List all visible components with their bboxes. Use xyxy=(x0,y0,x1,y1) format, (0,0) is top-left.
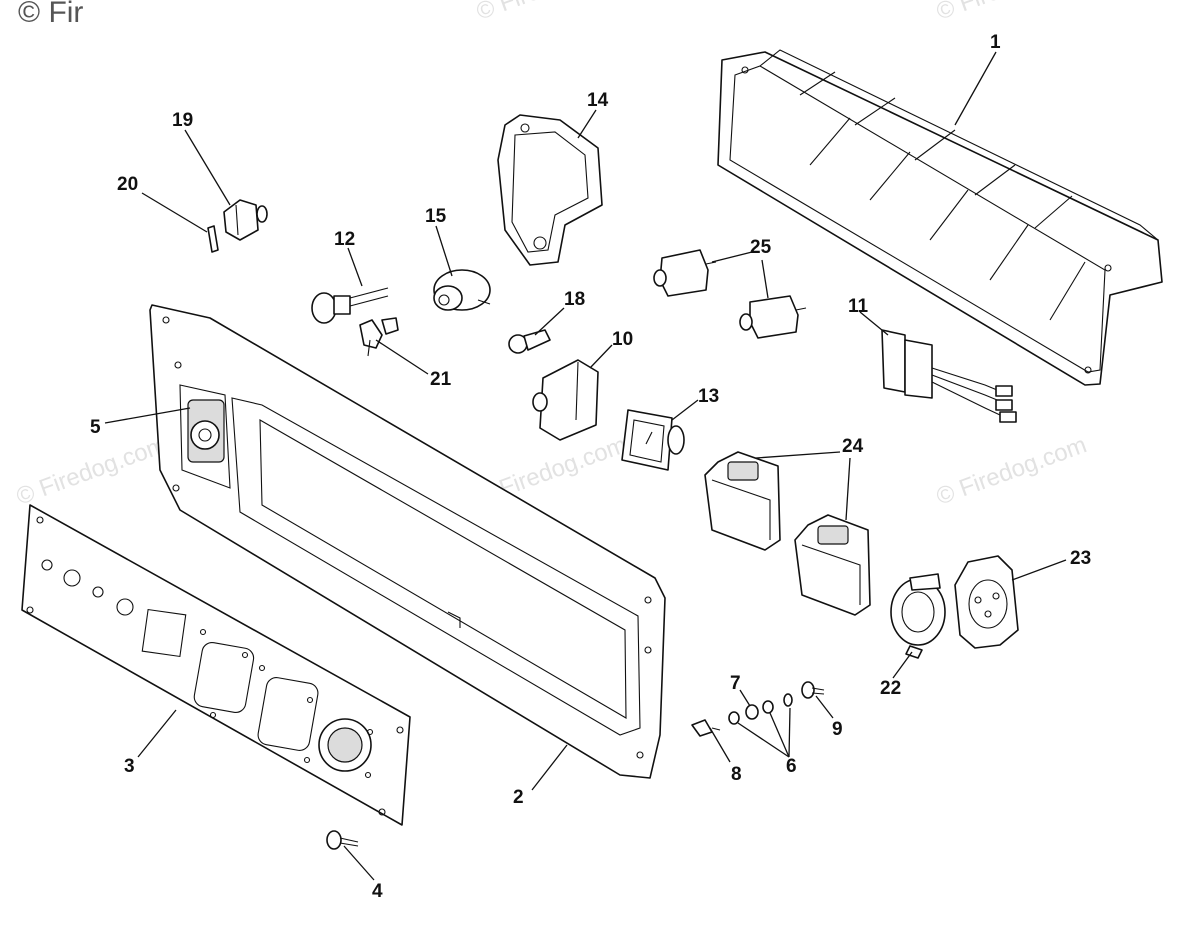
callout-18: 18 xyxy=(564,289,585,310)
watermark: © Firedog.com xyxy=(473,0,630,26)
callout-21: 21 xyxy=(430,369,452,390)
part-23-receptacle xyxy=(954,555,1019,649)
part-7-nut xyxy=(745,704,759,720)
callout-3: 3 xyxy=(124,756,135,777)
part-20-clip xyxy=(207,225,219,253)
part-10-breaker xyxy=(532,359,599,441)
part-12-knob xyxy=(311,287,389,324)
callout-1: 1 xyxy=(990,32,1001,53)
callout-labels: 1 2 3 4 5 6 7 8 9 10 11 12 13 14 15 18 1… xyxy=(90,32,1091,902)
callout-7: 7 xyxy=(730,673,741,694)
callout-20: 20 xyxy=(117,174,138,195)
leader-lines xyxy=(104,51,1067,881)
watermark: © Firedog.com xyxy=(933,0,1090,26)
watermark: © Firedog.com xyxy=(933,431,1090,510)
part-2-front-panel xyxy=(149,304,666,779)
part-1-control-box xyxy=(717,49,1163,386)
callout-22: 22 xyxy=(880,678,901,699)
callout-10: 10 xyxy=(612,329,633,350)
callout-12: 12 xyxy=(334,229,355,250)
part-22-receptacle xyxy=(890,573,946,659)
part-5-receptacle xyxy=(187,399,225,463)
part-25-breaker-upper xyxy=(653,249,717,297)
callout-25: 25 xyxy=(750,237,772,258)
callout-13: 13 xyxy=(698,386,719,407)
part-9-bolt xyxy=(801,681,825,699)
part-14-cover xyxy=(497,114,603,266)
callout-15: 15 xyxy=(425,206,447,227)
part-18-lamp xyxy=(508,329,551,354)
part-15-switch xyxy=(433,269,491,311)
part-25-breaker-lower xyxy=(739,295,807,339)
part-19-knob xyxy=(223,199,268,241)
part-3-panel-plate xyxy=(21,504,411,826)
callout-24: 24 xyxy=(842,436,864,457)
callout-11: 11 xyxy=(848,296,869,317)
callout-19: 19 xyxy=(172,110,193,131)
part-24-receptacle-lower xyxy=(794,514,871,616)
corner-watermark: © Fir xyxy=(18,0,83,29)
callout-2: 2 xyxy=(513,787,524,808)
watermark: © Firedog.com xyxy=(13,431,170,510)
callout-23: 23 xyxy=(1070,548,1091,569)
callout-4: 4 xyxy=(372,881,383,902)
part-8-wing-nut xyxy=(691,719,721,737)
part-24-receptacle-upper xyxy=(704,451,781,551)
callout-14: 14 xyxy=(587,90,609,111)
callout-6: 6 xyxy=(786,756,797,777)
callout-8: 8 xyxy=(731,764,742,785)
callout-9: 9 xyxy=(832,719,843,740)
part-11-rectifier xyxy=(881,329,1017,423)
part-4-screw xyxy=(326,830,359,850)
callout-5: 5 xyxy=(90,417,101,438)
part-13-meter xyxy=(621,409,685,471)
part-6-washers xyxy=(728,693,793,725)
